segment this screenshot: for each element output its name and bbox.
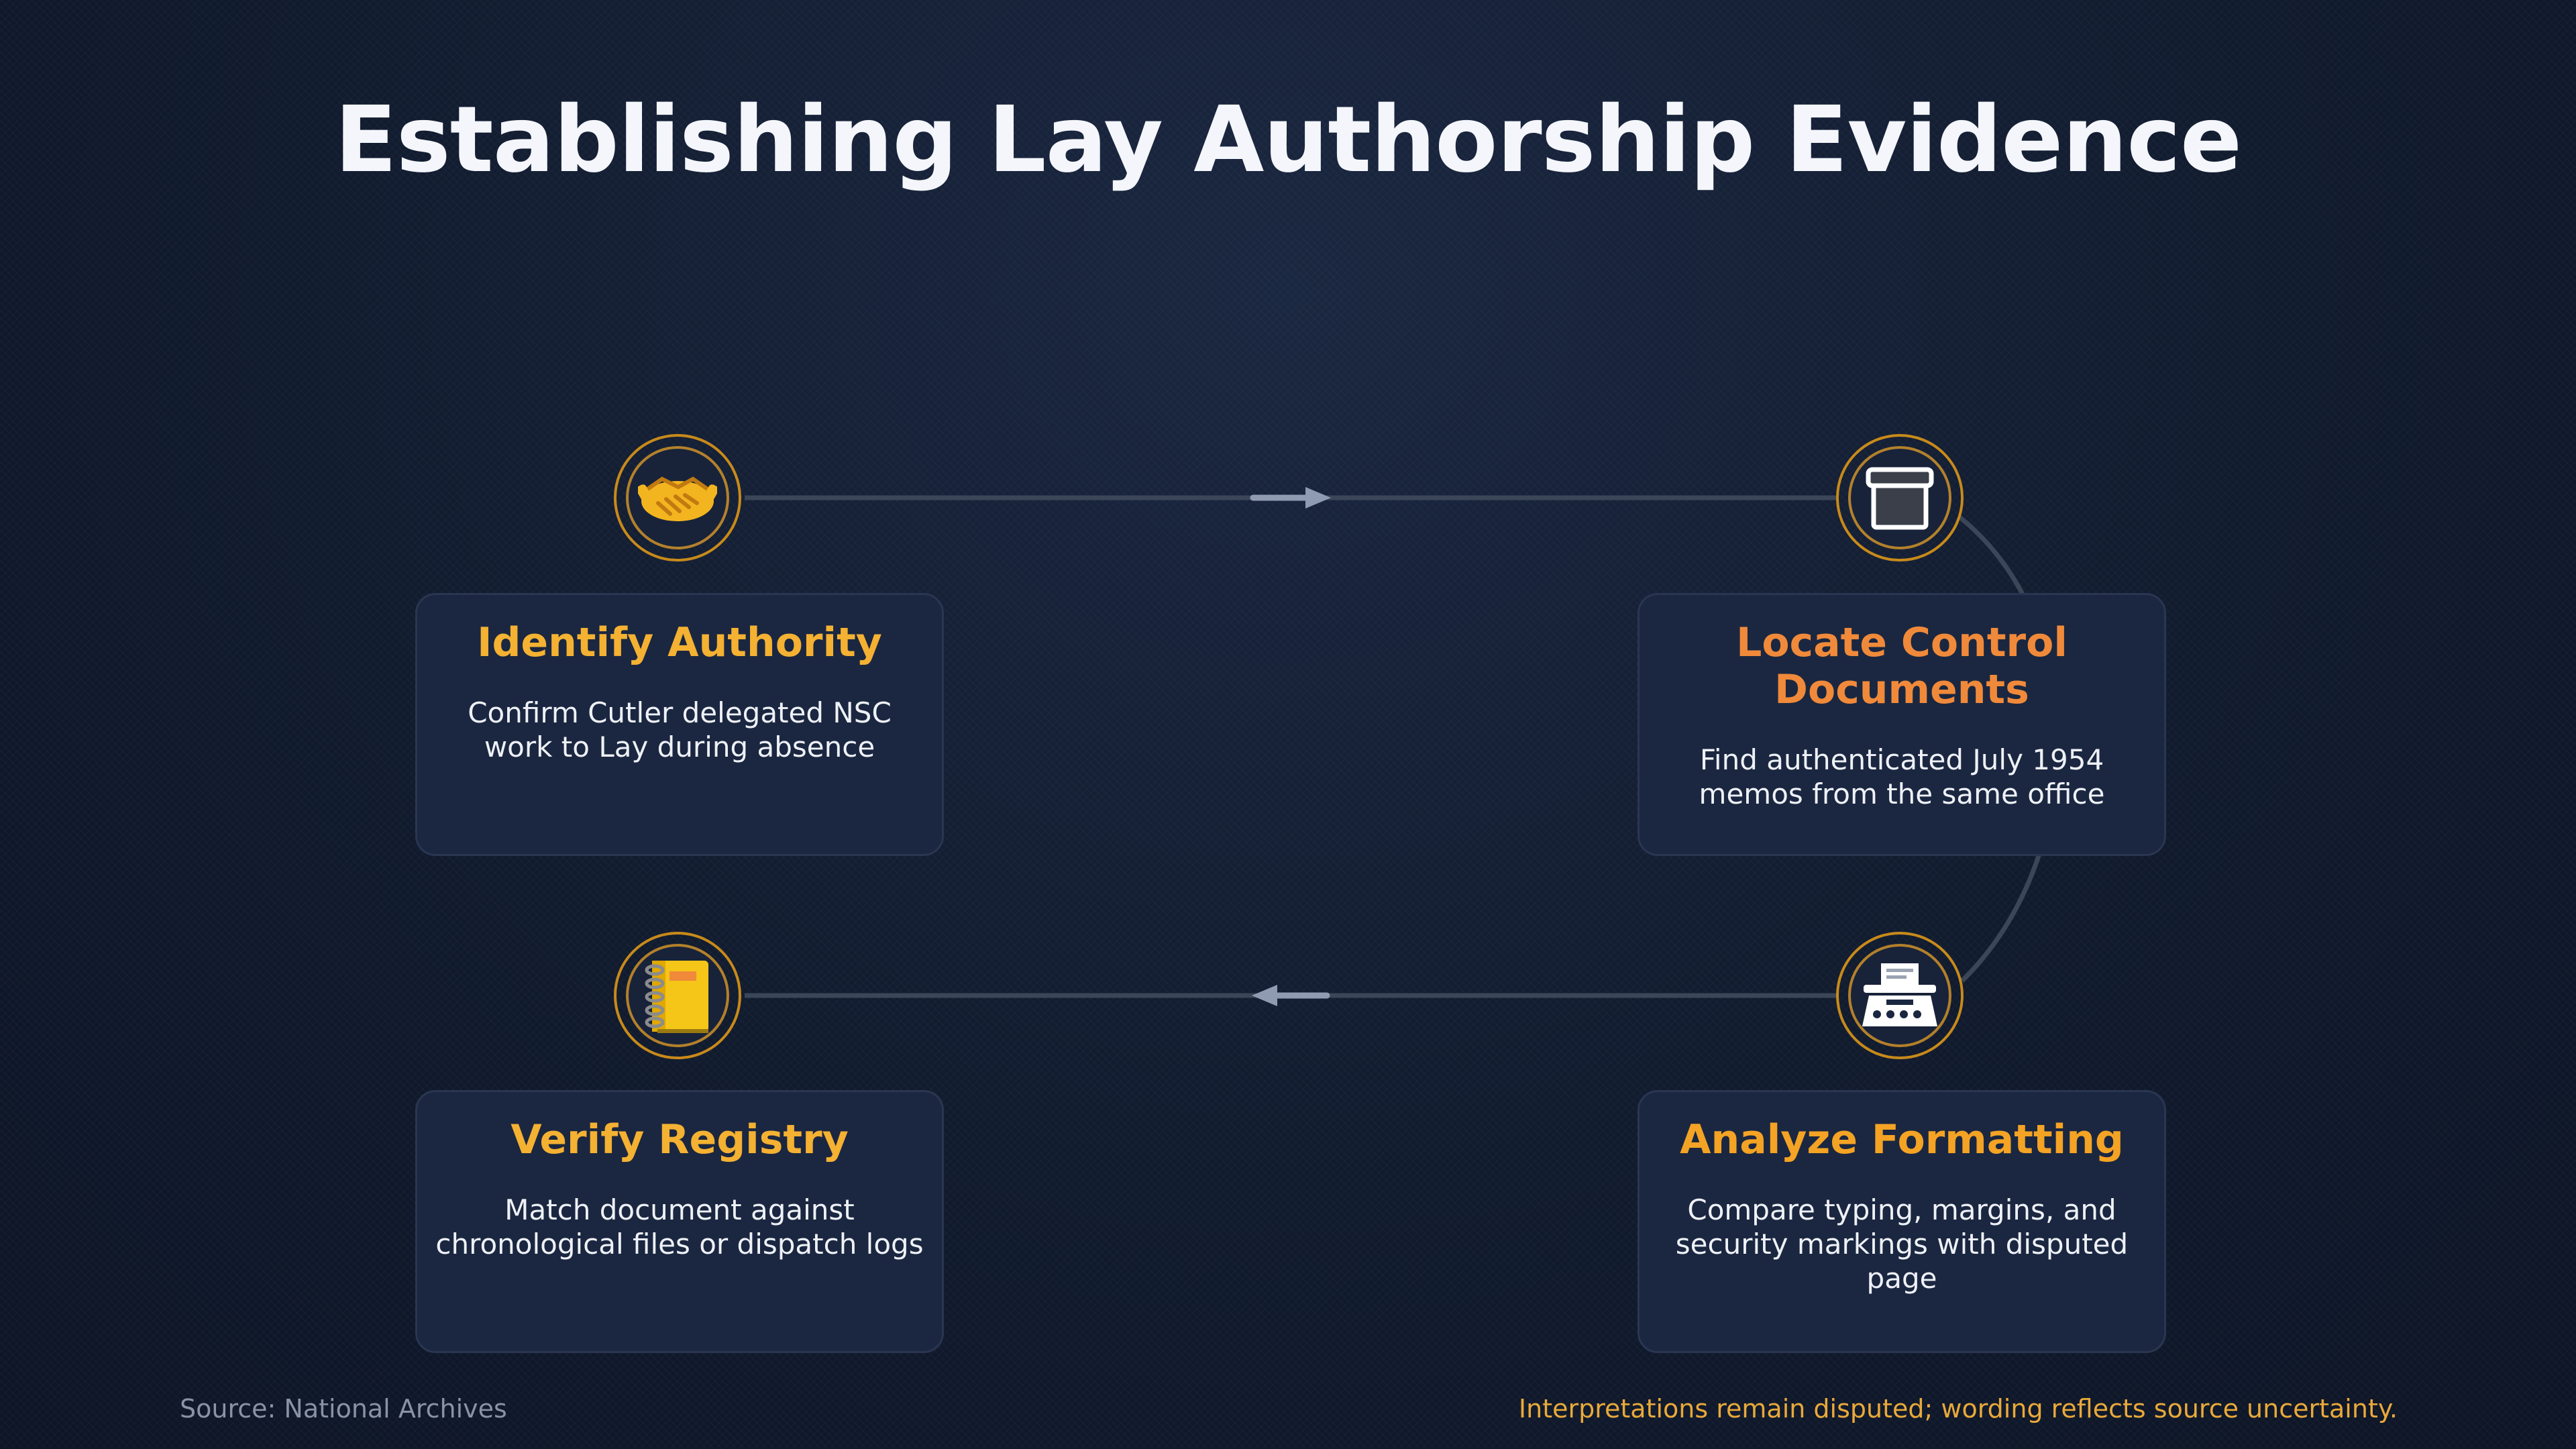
step-node-2 <box>1836 434 1964 561</box>
arrow-left-icon <box>1252 985 1330 1006</box>
step-title: Locate Control Documents <box>1736 619 2068 713</box>
step-description: Find authenticated July 1954 memos from … <box>1699 743 2105 810</box>
step-description: Match document against chronological fil… <box>435 1193 924 1260</box>
step-card-2: Locate Control Documents Find authentica… <box>1638 593 2166 856</box>
step-node-1 <box>614 434 741 561</box>
step-node-3 <box>1836 932 1964 1059</box>
step-node-4 <box>614 932 741 1059</box>
arrow-right-icon <box>1250 487 1331 508</box>
typewriter-icon <box>1862 963 1937 1026</box>
step-description: Compare typing, margins, and security ma… <box>1675 1193 2129 1295</box>
handshake-icon <box>638 476 717 521</box>
step-card-1: Identify Authority Confirm Cutler delega… <box>415 593 944 856</box>
step-title: Identify Authority <box>477 619 882 666</box>
archive-box-icon <box>1866 467 1934 530</box>
step-card-3: Analyze Formatting Compare typing, margi… <box>1638 1090 2166 1353</box>
step-title: Analyze Formatting <box>1680 1116 2124 1163</box>
notebook-icon <box>645 961 708 1033</box>
page-title: Establishing Lay Authorship Evidence <box>334 87 2242 193</box>
disclaimer-note: Interpretations remain disputed; wording… <box>1518 1394 2398 1424</box>
step-card-4: Verify Registry Match document against c… <box>415 1090 944 1353</box>
step-description: Confirm Cutler delegated NSC work to Lay… <box>468 696 892 763</box>
source-note: Source: National Archives <box>180 1394 507 1424</box>
step-title: Verify Registry <box>511 1116 849 1163</box>
